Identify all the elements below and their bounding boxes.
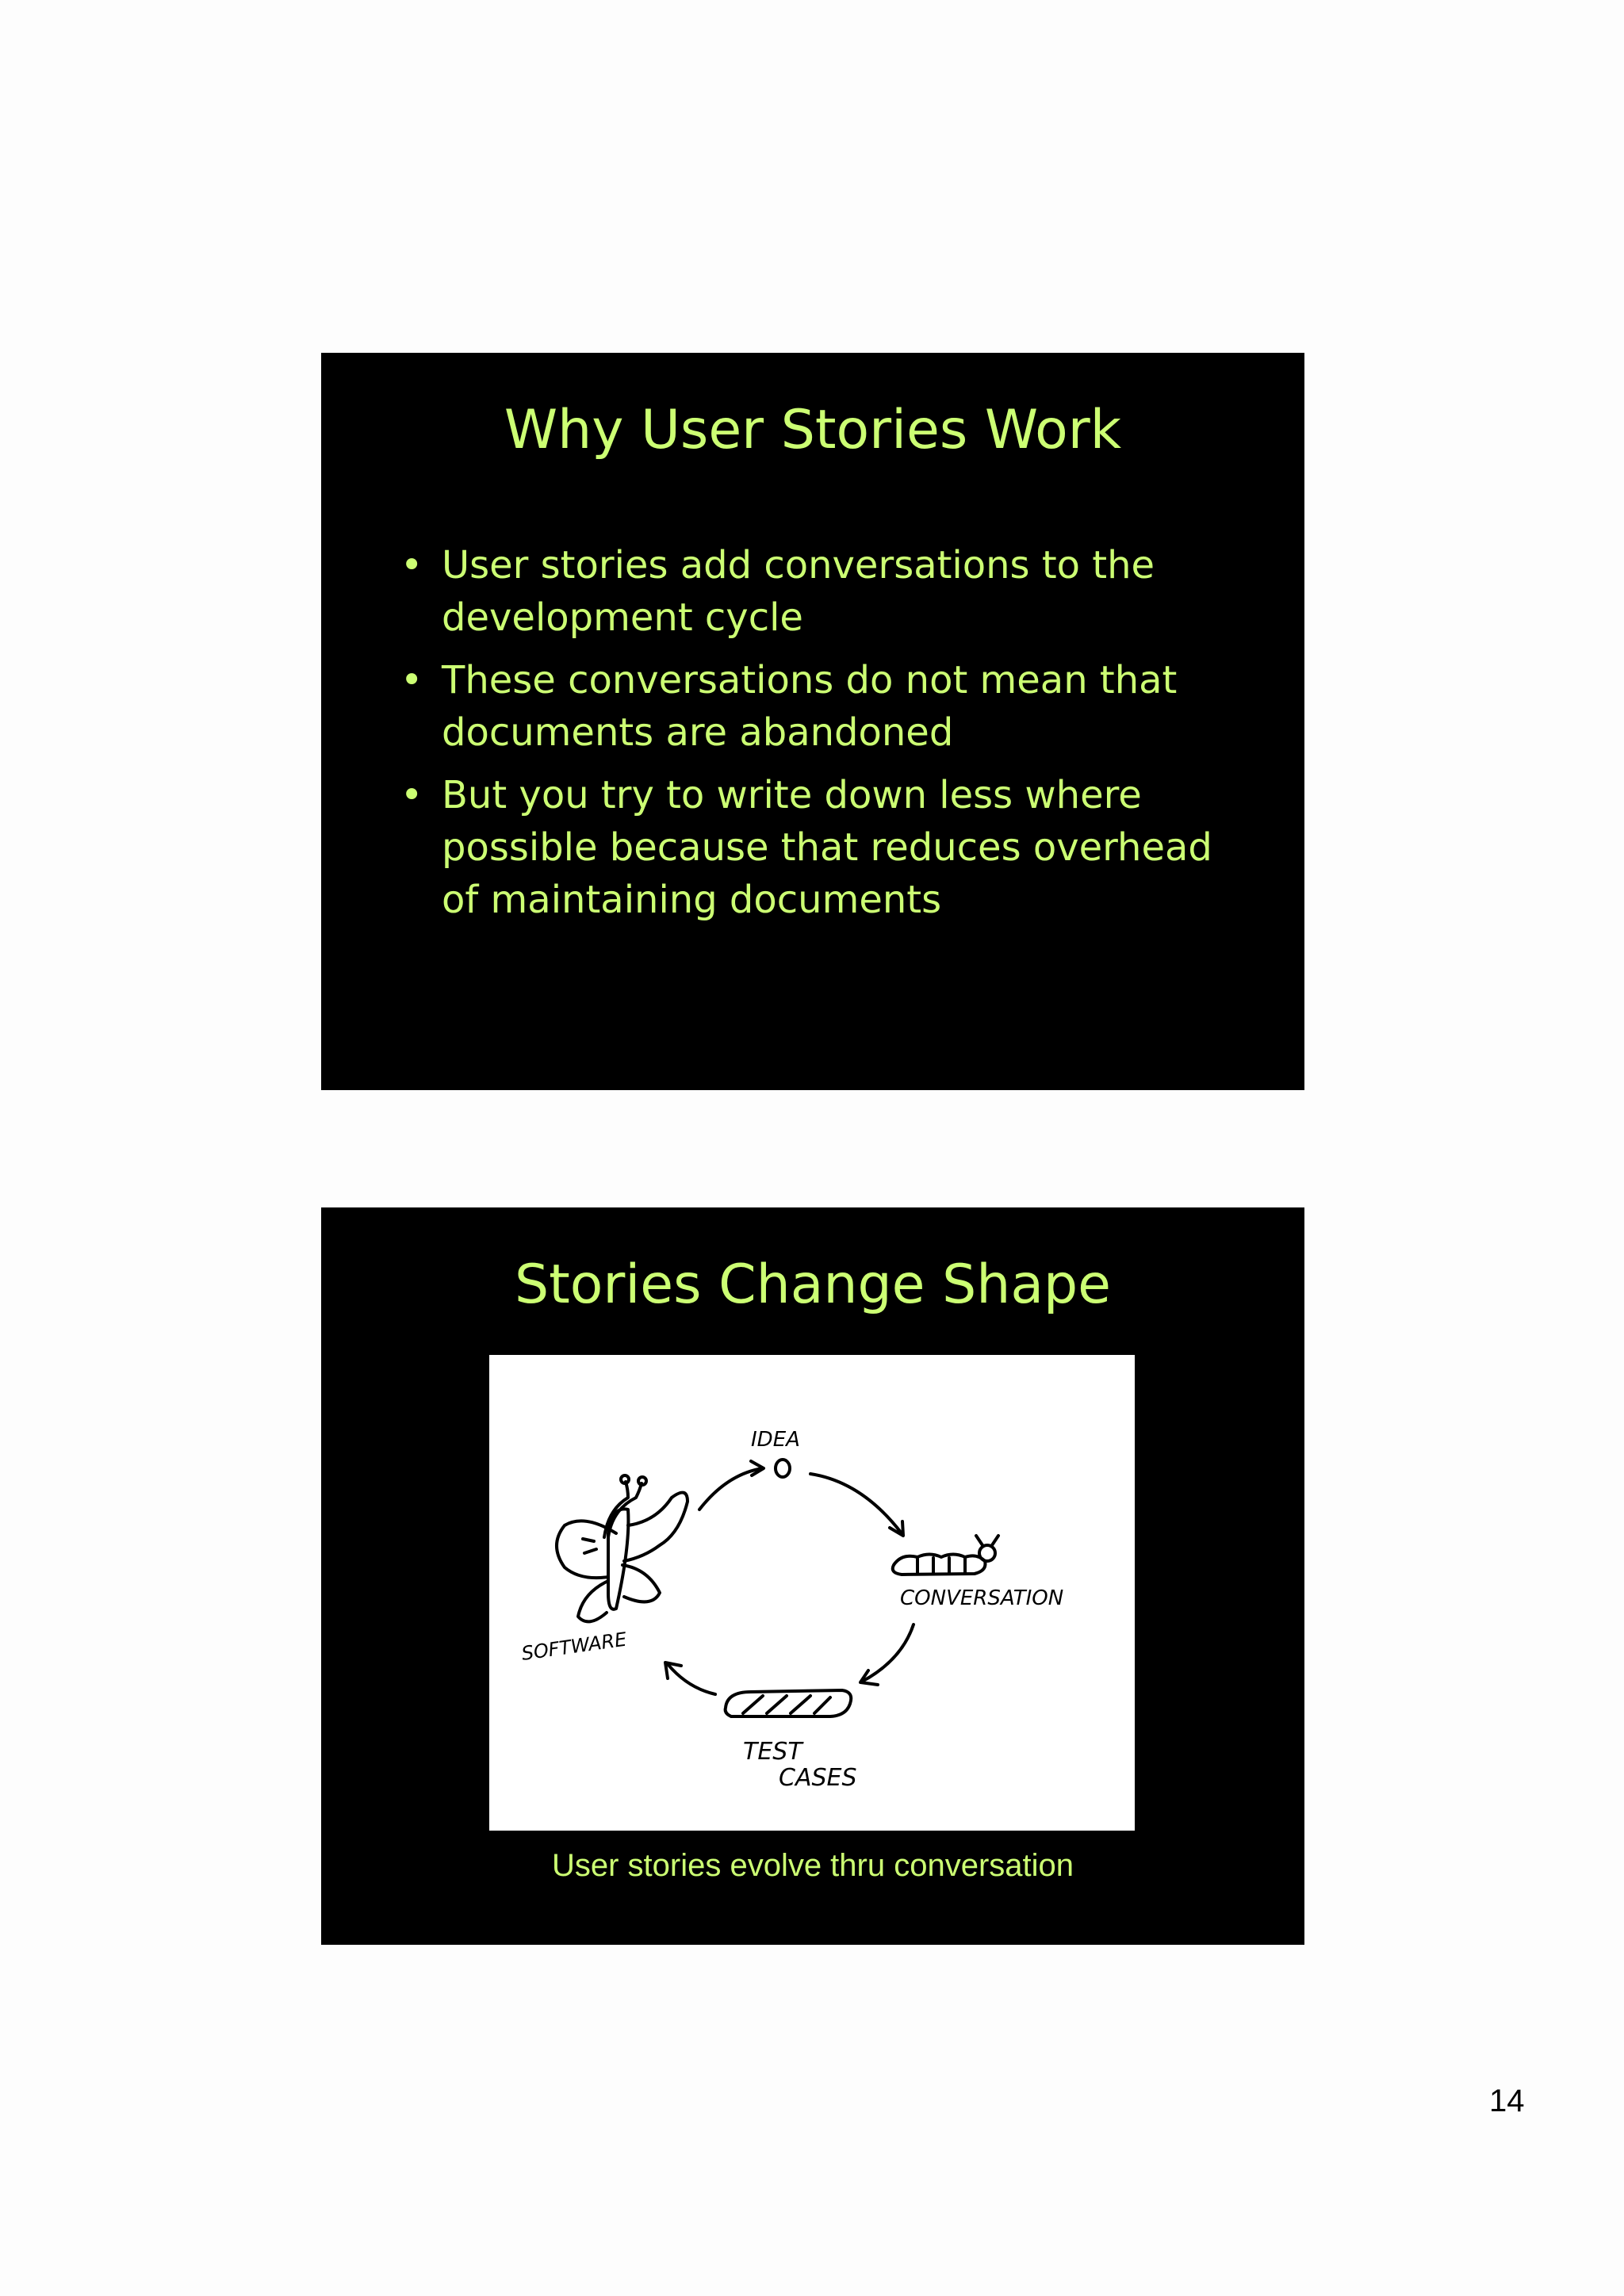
bullet-text: But you try to write down less where pos… <box>442 773 1212 922</box>
arrow-icon <box>698 1467 764 1511</box>
caterpillar-icon <box>891 1534 1000 1576</box>
arrow-icon <box>888 1520 905 1537</box>
bullet-marker: • <box>400 543 423 587</box>
slide-title: Stories Change Shape <box>514 1253 1112 1316</box>
bullet-item: • These conversations do not mean that d… <box>400 654 1241 759</box>
label-idea: IDEA <box>751 1428 800 1452</box>
cocoon-icon <box>723 1689 853 1718</box>
butterfly-icon <box>555 1474 689 1624</box>
slide-stories-change-shape: Stories Change Shape <box>321 1207 1304 1945</box>
arrow-icon <box>666 1663 717 1696</box>
lifecycle-sketch: IDEA CONVERSATION TEST CASES SOFTWARE <box>520 1428 1063 1792</box>
label-conversation: CONVERSATION <box>900 1586 1063 1610</box>
label-test: TEST <box>743 1738 804 1766</box>
bullet-text: These conversations do not mean that doc… <box>442 658 1178 755</box>
label-software: SOFTWARE <box>520 1628 629 1665</box>
arrow-icon <box>664 1661 683 1680</box>
slide-caption: User stories evolve thru conversation <box>551 1848 1074 1883</box>
arrow-icon <box>859 1669 879 1686</box>
arrow-icon <box>860 1623 915 1683</box>
arrow-icon <box>749 1460 765 1477</box>
bullet-list: • User stories add conversations to the … <box>400 539 1241 936</box>
bullet-marker: • <box>400 658 423 702</box>
bullet-item: • User stories add conversations to the … <box>400 539 1241 644</box>
page-number: 14 <box>1489 2084 1525 2118</box>
slide-title: Why User Stories Work <box>504 399 1122 461</box>
arrow-icon <box>809 1472 903 1535</box>
bullet-text: User stories add conversations to the de… <box>442 543 1155 640</box>
lifecycle-diagram: IDEA CONVERSATION TEST CASES SOFTWARE <box>489 1355 1135 1831</box>
label-cases: CASES <box>779 1764 857 1792</box>
egg-icon <box>774 1458 791 1479</box>
slide-why-user-stories-work: Why User Stories Work • User stories add… <box>321 353 1304 1090</box>
bullet-item: • But you try to write down less where p… <box>400 769 1241 926</box>
bullet-marker: • <box>400 773 423 817</box>
